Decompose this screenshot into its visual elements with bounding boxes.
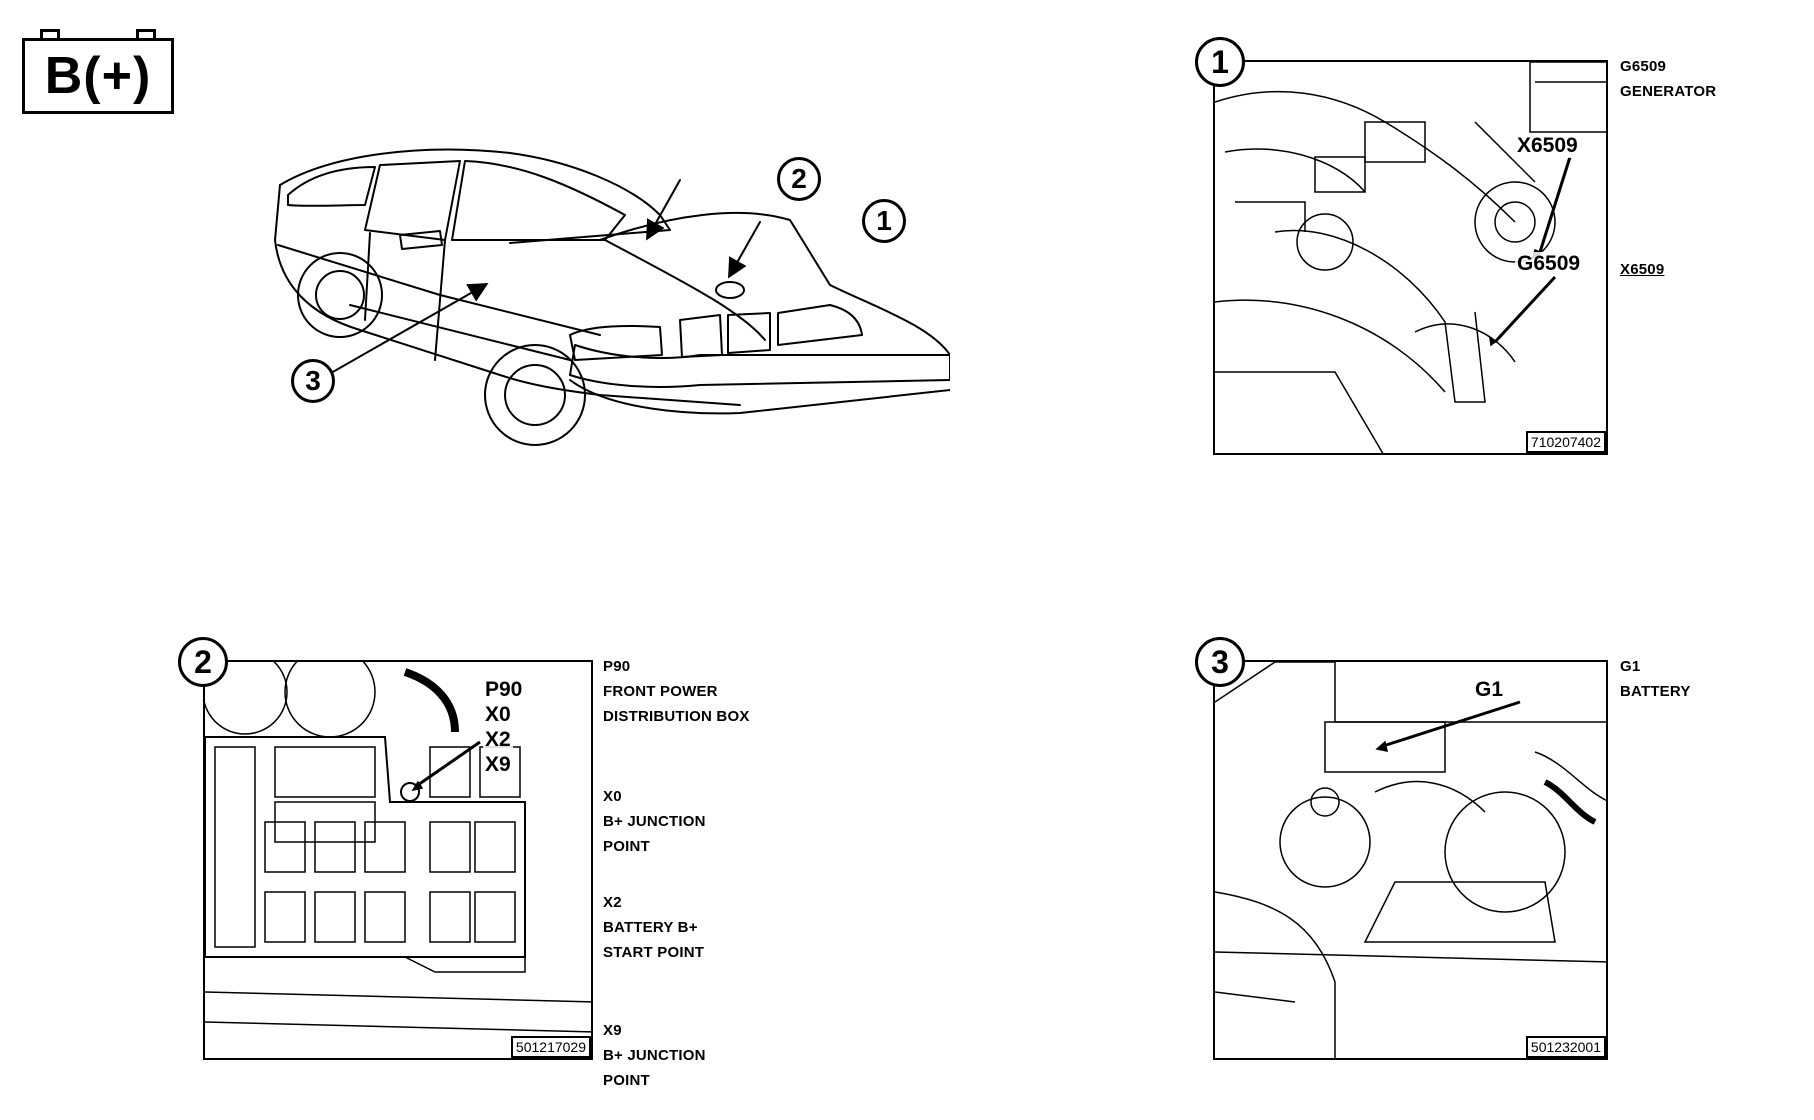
caption-line: POINT bbox=[603, 1072, 650, 1089]
caption-line: DISTRIBUTION BOX bbox=[603, 708, 750, 725]
caption-line: BATTERY B+ bbox=[603, 919, 698, 936]
caption-code: G6509 bbox=[1620, 58, 1667, 75]
caption-line: START POINT bbox=[603, 944, 705, 961]
caption-line: B+ JUNCTION bbox=[603, 1047, 706, 1064]
caption-code: X2 bbox=[603, 894, 622, 911]
panel-3-number: 3 bbox=[1195, 637, 1245, 687]
callout-p90: P90 bbox=[483, 678, 525, 702]
battery-badge-box bbox=[22, 38, 174, 114]
callout-x6509: X6509 bbox=[1515, 134, 1580, 158]
arrow-to-2 bbox=[646, 179, 681, 241]
battery-terminal-right bbox=[136, 29, 156, 39]
car-front-fascia bbox=[569, 344, 950, 388]
car-grille-left bbox=[679, 314, 723, 358]
car-bumper bbox=[569, 379, 950, 415]
caption-line: POINT bbox=[603, 838, 650, 855]
callout-g6509: G6509 bbox=[1515, 252, 1583, 276]
car-side-window-front bbox=[451, 160, 626, 241]
car-rear-window bbox=[287, 166, 376, 207]
panel-2-caption-x0: X0 B+ JUNCTION POINT bbox=[603, 784, 706, 859]
callout-g1: G1 bbox=[1473, 678, 1506, 702]
arrow-to-1 bbox=[728, 221, 761, 279]
callout-x2: X2 bbox=[483, 728, 513, 752]
overview-marker-2: 2 bbox=[777, 157, 821, 201]
arrow-to-3 bbox=[309, 283, 489, 386]
car-rocker-line bbox=[349, 304, 571, 361]
callout-x0: X0 bbox=[483, 703, 513, 727]
caption-line: FRONT POWER bbox=[603, 683, 718, 700]
panel-2-ref-code: 501217029 bbox=[510, 1036, 591, 1058]
panel-1-number: 1 bbox=[1195, 37, 1245, 87]
panel-1-ref-code: 710207402 bbox=[1525, 431, 1606, 453]
car-overview-illustration bbox=[274, 148, 950, 446]
panel-3-caption-g1: G1 BATTERY bbox=[1620, 654, 1691, 704]
car-door-line-front bbox=[434, 239, 446, 361]
car-cowl-line bbox=[509, 229, 671, 244]
car-roof-outline bbox=[279, 148, 671, 231]
car-door-line-rear bbox=[364, 232, 371, 321]
battery-positive-badge: B(+) bbox=[22, 29, 178, 114]
caption-line: B+ JUNCTION bbox=[603, 813, 706, 830]
panel-1-caption-x6509: X6509 bbox=[1620, 261, 1665, 278]
car-grille-right bbox=[727, 312, 771, 354]
battery-terminal-left bbox=[40, 29, 60, 39]
panel-2-caption-x2: X2 BATTERY B+ START POINT bbox=[603, 890, 704, 965]
panel-2-power-distribution-box: P90 X0 X2 X9 501217029 bbox=[203, 660, 593, 1060]
panel-3-ref-code: 501232001 bbox=[1525, 1036, 1606, 1058]
caption-code: P90 bbox=[603, 658, 631, 675]
car-hood-emblem bbox=[715, 281, 745, 299]
car-body-side bbox=[274, 184, 741, 406]
car-side-window-rear bbox=[364, 160, 461, 241]
caption-line: GENERATOR bbox=[1620, 83, 1717, 100]
overview-marker-3: 3 bbox=[291, 359, 335, 403]
panel-1-generator: X6509 G6509 710207402 bbox=[1213, 60, 1608, 455]
car-mirror bbox=[399, 230, 443, 250]
panel-2-caption-x9: X9 B+ JUNCTION POINT bbox=[603, 1018, 706, 1093]
caption-code: X9 bbox=[603, 1022, 622, 1039]
panel-3-battery: G1 501232001 bbox=[1213, 660, 1608, 1060]
car-headlight-left bbox=[569, 324, 663, 361]
panel-2-fusebox-sketch bbox=[205, 662, 591, 1033]
car-headlight-right bbox=[777, 304, 863, 346]
caption-code: G1 bbox=[1620, 658, 1641, 675]
battery-badge-text: B(+) bbox=[44, 47, 152, 105]
panel-2-number: 2 bbox=[178, 637, 228, 687]
panel-3-engine-bay-sketch bbox=[1215, 662, 1606, 1058]
panel-1-caption-g6509: G6509 GENERATOR bbox=[1620, 54, 1716, 104]
callout-x9: X9 bbox=[483, 753, 513, 777]
panel-1-engine-sketch bbox=[1215, 62, 1606, 453]
car-wheel-rear bbox=[297, 252, 383, 338]
caption-line: BATTERY bbox=[1620, 683, 1691, 700]
caption-code: X0 bbox=[603, 788, 622, 805]
panel-2-caption-p90: P90 FRONT POWER DISTRIBUTION BOX bbox=[603, 654, 750, 729]
car-hood-center-crease bbox=[604, 239, 766, 341]
overview-marker-1: 1 bbox=[862, 199, 906, 243]
car-wheel-front bbox=[484, 344, 586, 446]
